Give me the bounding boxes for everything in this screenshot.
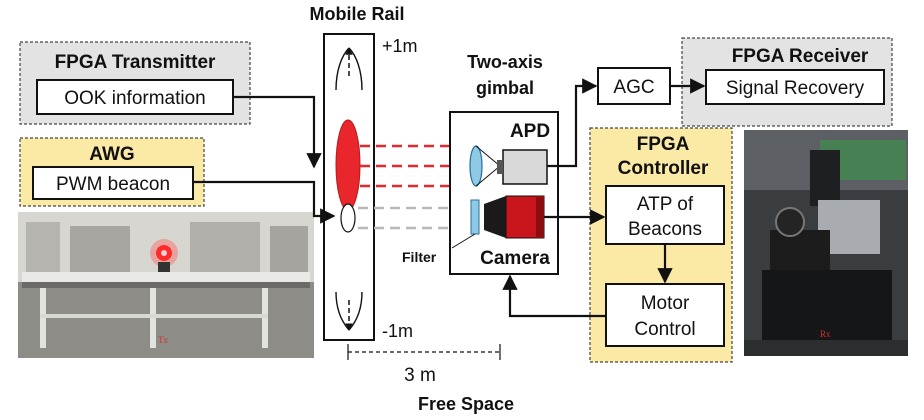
motor-label-line1: Motor xyxy=(641,293,690,314)
mobile-rail: Mobile Rail +1m -1m xyxy=(309,4,418,341)
signal-recovery-label: Signal Recovery xyxy=(726,78,865,99)
motor-control-box xyxy=(605,283,725,347)
rx-photo-label: Rx xyxy=(820,329,831,339)
transmitter-photo: Tx xyxy=(18,212,314,358)
beacon-ellipse xyxy=(340,203,356,233)
filter-icon xyxy=(470,199,480,235)
fpga-transmitter-panel: FPGA Transmitter OOK information xyxy=(19,41,251,125)
two-axis-gimbal: Two-axis gimbal APD Camera xyxy=(449,52,559,275)
distance-label: 3 m xyxy=(404,365,436,386)
signal-recovery-box xyxy=(705,69,885,105)
lens-icon xyxy=(469,145,483,187)
camera-label: Camera xyxy=(480,248,550,269)
fpga-receiver-panel: FPGA Receiver Signal Recovery xyxy=(681,37,893,127)
camera-icon xyxy=(484,195,545,239)
atp-label-line1: ATP of xyxy=(637,194,694,215)
apd-label: APD xyxy=(510,121,550,142)
mobile-rail-title: Mobile Rail xyxy=(309,4,404,24)
gimbal-title-line2: gimbal xyxy=(476,78,534,98)
pwm-beacon-box xyxy=(32,166,194,200)
motor-label-line2: Control xyxy=(634,319,695,340)
minus-1m-label: -1m xyxy=(382,321,413,341)
motor-to-gimbal-line xyxy=(502,274,606,318)
atp-beacons-box xyxy=(605,185,725,245)
agc-label: AGC xyxy=(613,77,654,98)
apd-to-agc-line xyxy=(547,78,598,168)
free-space-label: Free Space xyxy=(418,394,514,414)
fpga-receiver-title: FPGA Receiver xyxy=(732,46,869,67)
fpga-transmitter-title: FPGA Transmitter xyxy=(55,52,216,73)
ook-information-box xyxy=(36,79,234,115)
ook-to-rail-line xyxy=(233,95,322,169)
awg-title: AWG xyxy=(89,144,134,165)
fpga-controller-panel: FPGA Controller ATP of Beacons Motor Con… xyxy=(589,127,733,363)
laser-beams xyxy=(358,138,468,236)
receiver-photo: Rx xyxy=(744,130,908,356)
laser-transmitter-ellipse xyxy=(335,119,361,211)
gimbal-title-line1: Two-axis xyxy=(467,52,543,72)
apd-detector-icon xyxy=(502,149,548,185)
ook-information-label: OOK information xyxy=(64,88,206,109)
plus-1m-label: +1m xyxy=(382,36,418,56)
filter-label: Filter xyxy=(402,249,437,265)
distance-indicator: 3 m Free Space xyxy=(347,344,514,414)
fpga-controller-title-line1: FPGA xyxy=(637,134,690,155)
pwm-to-rail-line xyxy=(193,180,336,224)
tx-photo-label: Tx xyxy=(158,335,168,345)
awg-panel: AWG PWM beacon xyxy=(19,137,205,207)
fpga-controller-title-line2: Controller xyxy=(618,158,709,179)
pwm-beacon-label: PWM beacon xyxy=(56,174,170,195)
atp-label-line2: Beacons xyxy=(628,219,702,240)
